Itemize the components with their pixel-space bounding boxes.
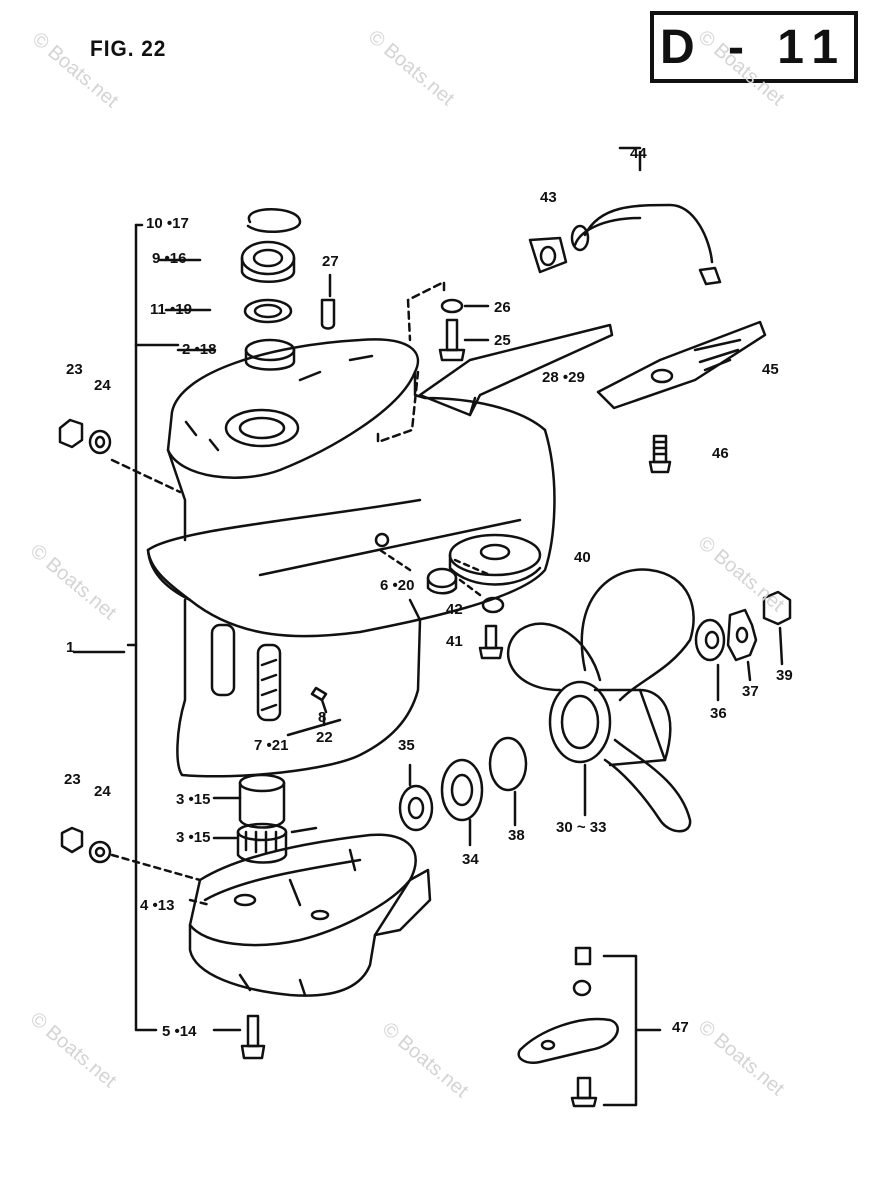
callout-label: 28 •29 [542,369,585,386]
callout-label: 3 •15 [176,829,211,846]
leaders-8-22 [286,713,342,737]
callout-label: 30 ~ 33 [556,819,607,836]
callout-label: 1 [66,639,75,656]
snap-ring [246,208,302,233]
drain-plug [426,567,458,595]
oil-seal-upper [243,298,293,324]
callout-label: 38 [508,827,525,844]
callout-label: 26 [494,299,511,316]
seal-35 [398,784,434,832]
o-ring-38 [488,736,528,792]
callout-label: 37 [742,683,759,700]
nut-washer-lower [60,826,112,864]
callout-label: 41 [446,633,463,650]
leader-lines-upper [158,258,332,352]
callout-label: 9 •16 [152,250,187,267]
callout-label: 23 [64,771,81,788]
callout-label: 5 •14 [162,1023,197,1040]
callout-label: 23 [66,361,83,378]
callout-label: 34 [462,851,479,868]
dashed-leaders-upper [110,280,446,494]
leaders-3-15 [212,796,242,840]
ball-bearing [240,240,296,283]
callout-label: 40 [574,549,591,566]
callout-label: 46 [712,445,729,462]
callout-label: 36 [710,705,727,722]
callout-label: 25 [494,332,511,349]
leaders-34-38 [408,763,517,847]
callout-label: 11 •19 [150,301,192,318]
callout-label: 45 [762,361,779,378]
callout-label: 39 [776,667,793,684]
callout-label: 7 •21 [254,737,289,754]
callout-label: 47 [672,1019,689,1036]
callout-label: 27 [322,253,339,270]
dashed-leaders-lower [110,853,212,907]
washer-37 [726,608,758,662]
cover-plate [418,323,614,417]
anode-47 [517,946,662,1108]
washer-small [374,532,390,548]
callout-label: 22 [316,729,333,746]
callout-label: 42 [446,601,463,618]
figure-label: FIG. 22 [90,36,167,61]
grommet [528,236,568,274]
anode-plate [596,320,767,410]
bolt-25 [438,318,466,362]
callout-label: 3 •15 [176,791,211,808]
washer-42 [481,596,505,614]
plug [320,298,336,330]
bolt-46 [648,434,672,474]
callout-label: 43 [540,189,557,206]
assembly-bracket-left [72,223,180,1032]
callout-label: 8 [318,709,327,726]
spacer-36 [694,618,726,662]
bolt-5-14 [240,1014,266,1060]
nut-washer-upper [58,418,112,455]
callout-label: 24 [94,783,111,800]
dashed-leaders-mid [378,548,492,597]
callout-label: 35 [398,737,415,754]
water-tube [570,203,722,286]
leader-44 [618,146,642,172]
bushing [244,338,296,371]
leaders-36-39 [716,626,784,702]
callout-label: 2 •18 [182,341,217,358]
leaders-25-26 [463,304,490,342]
needle-bearing-upper [238,773,286,829]
callout-label: 10 •17 [146,215,189,232]
page-code-badge: D - 11 [650,11,858,83]
washer-26 [440,298,464,314]
screw-8 [310,686,328,714]
callout-label: 44 [630,145,647,162]
water-strainer [448,533,542,586]
propeller [506,568,695,833]
bolt-41 [478,624,504,660]
lower-gear-case [188,833,432,997]
bearing-34 [440,758,484,822]
needle-bearing-lower [236,822,318,864]
callout-label: 4 •13 [140,897,175,914]
nut-39 [762,590,792,626]
callout-label: 6 •20 [380,577,415,594]
callout-label: 24 [94,377,111,394]
